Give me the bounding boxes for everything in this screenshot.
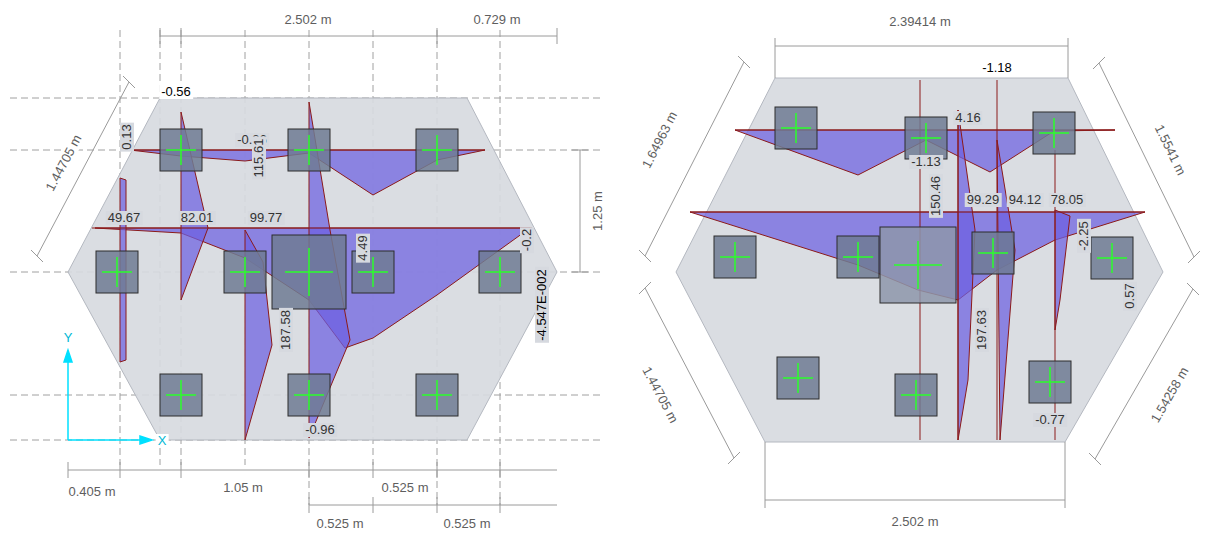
moment-value: 187.58 [279,308,293,352]
moment-diagrams [690,110,1145,440]
moment-value: 99.29 [965,193,1002,207]
moment-value: 82.01 [179,211,216,225]
dimension-text: 2.502 m [283,13,334,27]
strip-line [690,212,1145,213]
dimension-line [1093,57,1200,263]
moment-value: 4.16 [953,111,982,125]
moment-value: 99.77 [248,211,285,225]
moment-diagram [958,110,975,440]
axis-line [68,439,146,441]
moment-value: -0.2 [520,227,534,253]
dimension-text: 0.525 m [442,517,493,531]
dimension-text: 2.39414 m [887,15,952,29]
dimension-text: 0.525 m [380,481,431,495]
dimension-text: 0.525 m [315,517,366,531]
pile-centres [720,113,1127,410]
dimension-lines [31,28,588,513]
moment-value: 197.63 [975,308,989,352]
axis-arrow [140,436,152,444]
moment-value: -1.13 [909,155,943,169]
piles [96,129,521,416]
moment-value: -0.56 [159,85,193,99]
moment-value: -4.547E-002 [535,267,549,343]
moment-diagrams [95,102,530,440]
moment-value: 78.05 [1049,193,1086,207]
dimension-line [309,497,557,513]
dimension-text: 0.729 m [472,13,523,27]
pile-centres [102,135,515,410]
centre-cross [102,135,515,410]
moment-value: 0.57 [1123,281,1137,310]
dimension-line [765,442,1065,508]
dimension-text: 1.44705 m [42,131,85,195]
dimension-text: 1.54258 m [1148,363,1193,427]
moment-diagram [997,140,1015,440]
axis-label: X [156,434,169,448]
piles [714,107,1133,416]
dimension-line [572,150,588,272]
dimension-text: 1.05 m [221,481,265,495]
axis-label: Y [62,331,75,345]
moment-value: 0.13 [120,122,134,151]
dimension-line [639,282,740,464]
moment-value: 94.12 [1007,193,1044,207]
axis-arrow [64,350,72,362]
dimension-line [639,56,750,262]
dimension-line [31,76,135,262]
strip-line [958,110,959,440]
dimension-text: 1.5541 m [1151,121,1189,179]
dimension-text: 2.502 m [890,515,941,529]
moment-value: 4.49 [356,233,370,262]
pile-cap-outline [676,78,1163,442]
moment-value: 115.61 [252,137,266,180]
axis-line [67,356,69,440]
dimension-text: 0.405 m [67,485,118,499]
moment-value: 49.67 [106,211,143,225]
grid-lines [10,30,600,505]
strip-line [92,228,532,229]
dimension-line [775,38,1068,78]
dimension-line [160,28,557,44]
moment-value: 150.46 [929,174,943,218]
moment-value: -0.77 [1033,413,1067,427]
dimension-text: 1.44705 m [638,363,681,427]
moment-value: -1.18 [980,61,1014,75]
pile-cap-outline [68,98,557,440]
strip-lines [690,80,1145,440]
dimension-line [1089,283,1199,465]
moment-value: -0.96 [303,423,337,437]
moment-value: -2.25 [1077,219,1091,253]
dimension-text: 1.25 m [591,189,605,233]
moment-diagram [1055,210,1070,330]
dimension-lines [639,38,1200,508]
centre-cross [720,113,1127,410]
axis-triad [64,350,152,444]
dimension-text: 1.64963 m [639,108,681,173]
dimension-line [68,462,557,478]
